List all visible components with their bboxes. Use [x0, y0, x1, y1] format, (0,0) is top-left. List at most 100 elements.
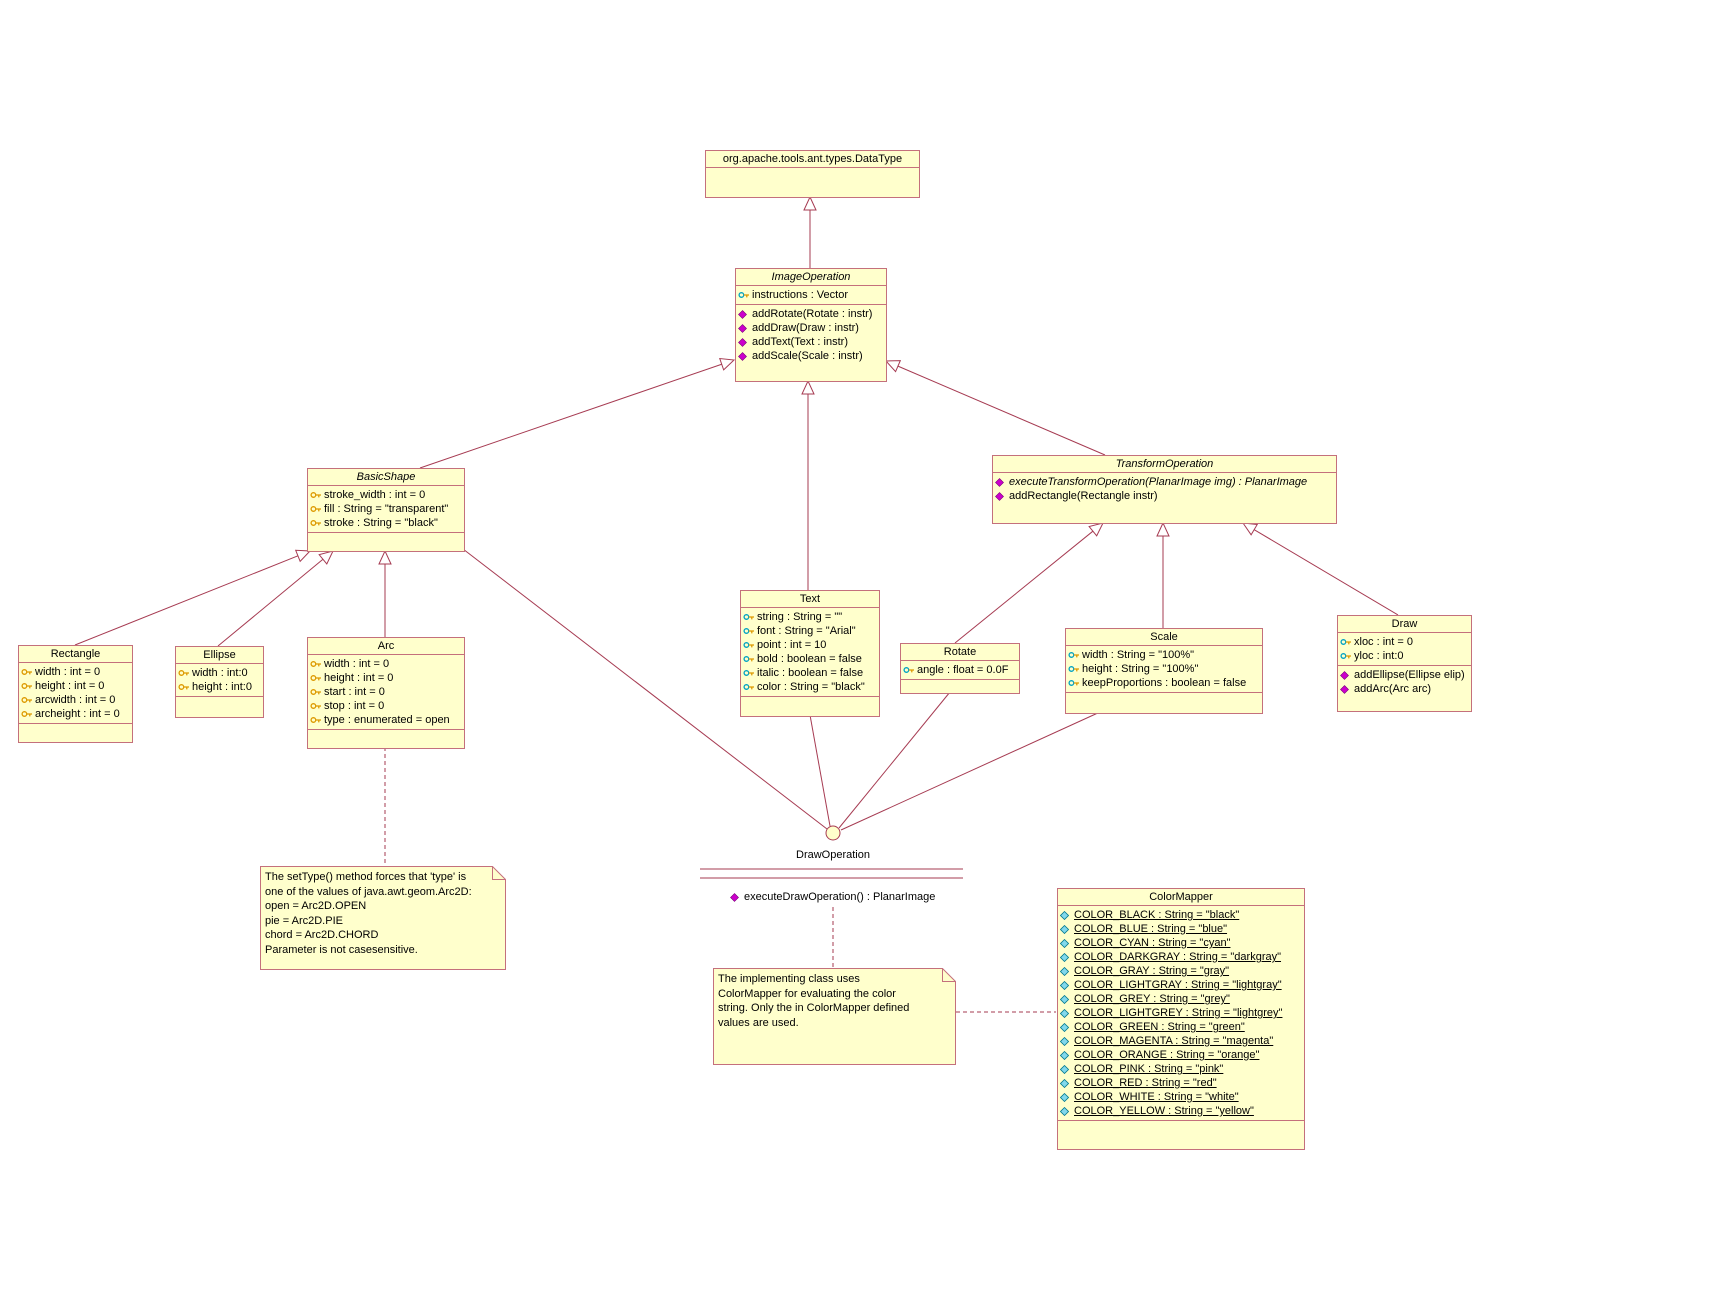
edge-rotate--transform-operation [954, 522, 1104, 644]
class-title: Scale [1150, 631, 1178, 643]
attribute: COLOR_ORANGE : String = "orange" [1060, 1048, 1303, 1062]
methods-compartment [901, 679, 1019, 693]
attribute-text: COLOR_YELLOW : String = "yellow" [1074, 1105, 1254, 1117]
diamond-cyan-icon [1060, 980, 1073, 990]
attribute: archeight : int = 0 [21, 707, 131, 721]
diamond-magenta-icon [1340, 684, 1353, 694]
key-cyan-icon [903, 665, 916, 675]
class-title: org.apache.tools.ant.types.DataType [722, 153, 903, 165]
edge-scale--transform-operation [1156, 521, 1170, 628]
attribute: COLOR_LIGHTGREY : String = "lightgrey" [1060, 1006, 1303, 1020]
class-title: Ellipse [203, 649, 236, 661]
key-orange-icon [310, 673, 323, 683]
method: addArc(Arc arc) [1340, 682, 1470, 696]
attributes-compartment: stroke_width : int = 0 fill : String = "t… [308, 485, 464, 532]
attribute-text: point : int = 10 [757, 639, 827, 651]
edge-basic-shape--image-operation [419, 357, 736, 469]
attribute: start : int = 0 [310, 685, 463, 699]
attribute: width : int = 0 [310, 657, 463, 671]
method: addText(Text : instr) [738, 335, 885, 349]
attribute-text: COLOR_GRAY : String = "gray" [1074, 965, 1230, 977]
attribute-text: xloc : int = 0 [1354, 636, 1414, 648]
key-cyan-icon [743, 640, 756, 650]
edge-transform-operation--image-operation [884, 360, 1106, 456]
method-text: executeDrawOperation() : PlanarImage [744, 891, 936, 903]
edge-basic-shape--draw-operation [462, 548, 828, 830]
methods-compartment [741, 696, 879, 716]
key-orange-icon [310, 518, 323, 528]
attribute: yloc : int:0 [1340, 649, 1470, 663]
method-text: addDraw(Draw : instr) [752, 322, 859, 334]
attribute-text: yloc : int:0 [1354, 650, 1404, 662]
attribute: point : int = 10 [743, 638, 878, 652]
attribute-text: COLOR_GREEN : String = "green" [1074, 1021, 1245, 1033]
attribute: xloc : int = 0 [1340, 635, 1470, 649]
diamond-cyan-icon [1060, 1036, 1073, 1046]
note-line: ColorMapper for evaluating the color [718, 987, 896, 1000]
attribute: fill : String = "transparent" [310, 502, 463, 516]
attributes-compartment: COLOR_BLACK : String = "black"COLOR_BLUE… [1058, 905, 1304, 1120]
attribute-text: fill : String = "transparent" [324, 503, 449, 515]
key-orange-icon [310, 715, 323, 725]
note-arc-note: The setType() method forces that 'type' … [260, 866, 506, 970]
attribute: COLOR_BLACK : String = "black" [1060, 908, 1303, 922]
note-line: one of the values of java.awt.geom.Arc2D… [265, 885, 472, 898]
diamond-cyan-icon [1060, 1078, 1073, 1088]
edge-text--draw-operation [809, 714, 831, 827]
key-cyan-icon [743, 682, 756, 692]
attributes-compartment: string : String = ""font : String = "Ari… [741, 607, 879, 696]
key-orange-icon [178, 668, 191, 678]
key-orange-icon [310, 687, 323, 697]
interface-method: executeDrawOperation() : PlanarImage [730, 891, 935, 903]
key-orange-icon [21, 667, 34, 677]
key-orange-icon [21, 695, 34, 705]
class-title: Rectangle [50, 648, 101, 660]
attribute: COLOR_DARKGRAY : String = "darkgray" [1060, 950, 1303, 964]
attributes-compartment: angle : float = 0.0F [901, 660, 1019, 679]
methods-compartment [308, 729, 464, 748]
attribute: stop : int = 0 [310, 699, 463, 713]
class-title: ImageOperation [771, 271, 851, 283]
attribute: COLOR_CYAN : String = "cyan" [1060, 936, 1303, 950]
edge-rotate--draw-operation [838, 691, 951, 829]
edge-draw--transform-operation [1241, 522, 1399, 616]
diamond-cyan-icon [1060, 924, 1073, 934]
attribute: COLOR_BLUE : String = "blue" [1060, 922, 1303, 936]
key-orange-icon [310, 504, 323, 514]
attributes-compartment [706, 167, 919, 197]
class-title: ColorMapper [1149, 891, 1213, 903]
note-line: chord = Arc2D.CHORD [265, 929, 379, 942]
attribute-text: string : String = "" [757, 611, 843, 623]
edge-image-operation--datatype [803, 195, 817, 268]
attribute-text: height : int:0 [192, 681, 252, 693]
key-cyan-icon [743, 626, 756, 636]
key-orange-icon [21, 681, 34, 691]
key-cyan-icon [743, 668, 756, 678]
attribute: height : int = 0 [21, 679, 131, 693]
attribute: arcwidth : int = 0 [21, 693, 131, 707]
class-datatype: org.apache.tools.ant.types.DataType [705, 150, 920, 198]
diamond-cyan-icon [1060, 938, 1073, 948]
method: addRotate(Rotate : instr) [738, 307, 885, 321]
interface-lollipop-drawoperation [700, 825, 963, 879]
attribute-text: COLOR_DARKGRAY : String = "darkgray" [1074, 951, 1282, 963]
attribute: height : int:0 [178, 680, 262, 694]
attributes-compartment: width : String = "100%"height : String =… [1066, 645, 1262, 692]
attribute-text: angle : float = 0.0F [917, 664, 1009, 676]
attribute-text: COLOR_WHITE : String = "white" [1074, 1091, 1239, 1103]
attribute-text: bold : boolean = false [757, 653, 862, 665]
attribute: COLOR_PINK : String = "pink" [1060, 1062, 1303, 1076]
attribute-text: start : int = 0 [324, 686, 385, 698]
attribute: type : enumerated = open [310, 713, 463, 727]
diamond-cyan-icon [1060, 966, 1073, 976]
attribute-text: stroke_width : int = 0 [324, 489, 426, 501]
attribute-text: COLOR_GREY : String = "grey" [1074, 993, 1230, 1005]
attribute-text: italic : boolean = false [757, 667, 864, 679]
